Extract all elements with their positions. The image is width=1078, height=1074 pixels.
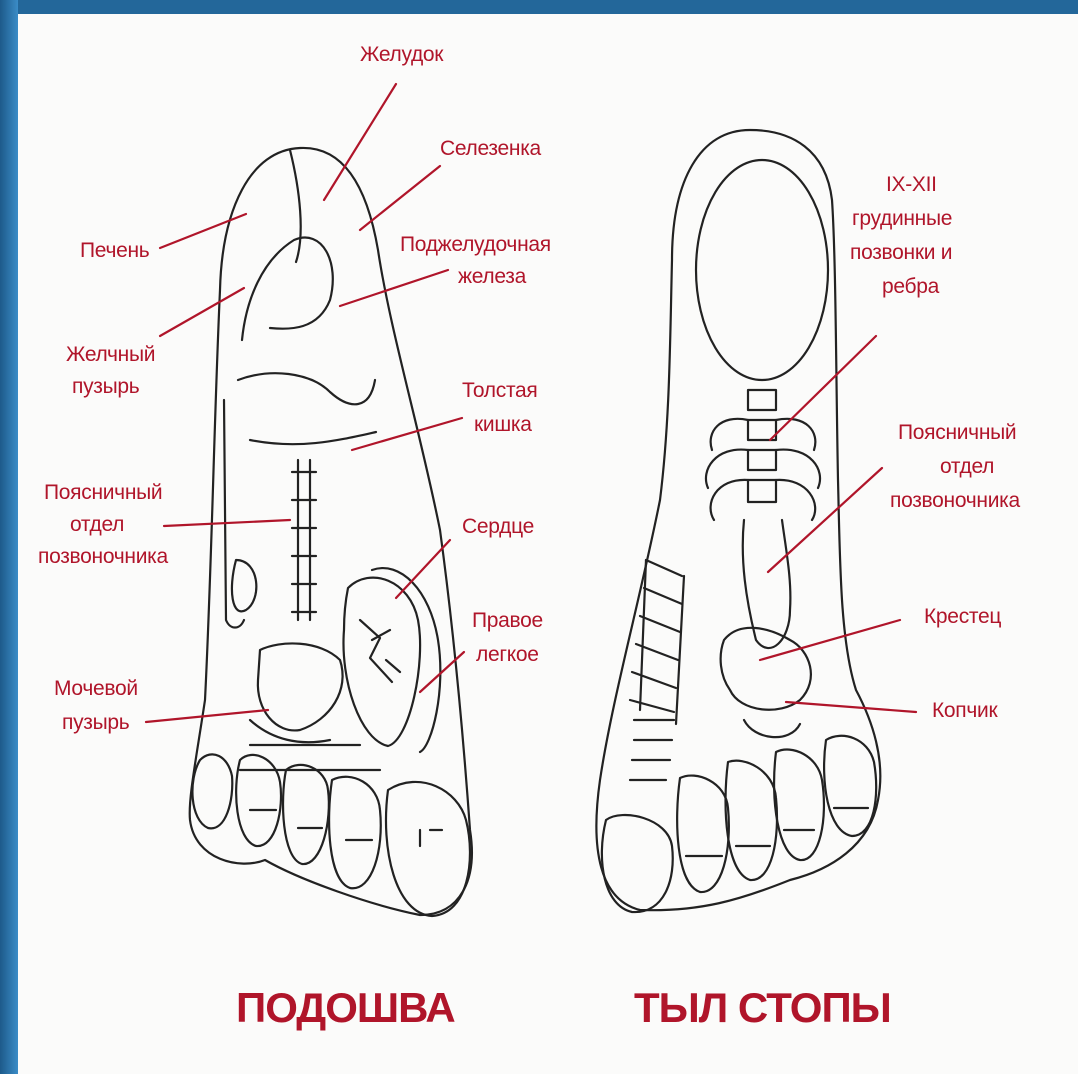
label-spleen: Селезенка xyxy=(440,136,541,162)
label-thoracic-line3: позвонки и xyxy=(850,240,952,266)
leader-coccyx xyxy=(786,702,916,712)
label-colon-line2: кишка xyxy=(474,412,532,438)
leader-sole-lumbar xyxy=(164,520,290,526)
label-bladder-line1: Мочевой xyxy=(54,676,138,702)
leader-dorsum-lumbar xyxy=(768,468,882,572)
leader-heart xyxy=(396,540,450,598)
sole-foot-outline xyxy=(190,148,472,916)
leader-spleen xyxy=(360,166,440,230)
label-sole-lumbar-line2: отдел xyxy=(70,512,124,538)
label-pancreas-line2: железа xyxy=(458,264,526,290)
label-sole-lumbar-line3: позвоночника xyxy=(38,544,168,570)
leader-stomach xyxy=(324,84,396,200)
label-gallbladder-line1: Желчный xyxy=(66,342,155,368)
caption-sole: ПОДОШВА xyxy=(236,984,455,1032)
label-dorsum-lumbar-line2: отдел xyxy=(940,454,994,480)
label-colon-line1: Толстая xyxy=(462,378,538,404)
label-pancreas-line1: Поджелудочная xyxy=(400,232,551,258)
label-sacrum: Крестец xyxy=(924,604,1001,630)
label-gallbladder-line2: пузырь xyxy=(72,374,139,400)
caption-dorsum: ТЫЛ СТОПЫ xyxy=(634,984,891,1032)
label-sole-lumbar-line1: Поясничный xyxy=(44,480,162,506)
leader-liver xyxy=(160,214,246,248)
label-heart: Сердце xyxy=(462,514,534,540)
label-coccyx: Копчик xyxy=(932,698,997,724)
label-stomach: Желудок xyxy=(360,42,443,68)
label-liver: Печень xyxy=(80,238,149,264)
label-thoracic-line4: ребра xyxy=(882,274,939,300)
label-dorsum-lumbar-line3: позвоночника xyxy=(890,488,1020,514)
label-dorsum-lumbar-line1: Поясничный xyxy=(898,420,1016,446)
label-right-lung-line2: легкое xyxy=(476,642,539,668)
label-right-lung-line1: Правое xyxy=(472,608,543,634)
leader-pancreas xyxy=(340,270,448,306)
dorsum-foot-outline xyxy=(596,130,880,912)
label-bladder-line2: пузырь xyxy=(62,710,129,736)
leader-gallbladder xyxy=(160,288,244,336)
leader-thoracic xyxy=(770,336,876,440)
label-thoracic-line1: IX-XII xyxy=(886,172,937,198)
label-thoracic-line2: грудинные xyxy=(852,206,952,232)
